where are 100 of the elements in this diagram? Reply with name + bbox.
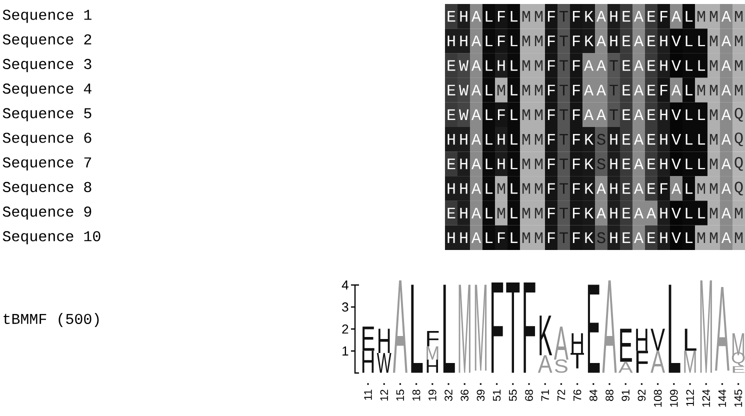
stacked-letter: T [506,282,520,373]
residue-cell: L [507,176,520,201]
residue-cell: H [657,53,670,78]
residue-cell: T [557,176,570,201]
residue-cell: A [632,176,646,201]
residue-cell: E [620,53,633,78]
stacked-letter: K [540,316,552,356]
stacked-letter: H [636,328,648,351]
position-label: 15 [396,390,404,401]
position-label: 32 [444,390,452,402]
residue-cell: A [720,4,733,29]
stacked-letter: L [443,284,455,373]
residue-cell: T [607,53,620,78]
residue-cell: H [607,152,620,176]
residue-cell: A [582,53,596,78]
sequence-name: Sequence 8 [2,182,92,196]
axis-tick-label: 2 [342,324,348,334]
residue-cell: L [682,4,696,29]
residue-cell: M [520,152,533,176]
axis-tick-label: 1 [342,346,348,356]
residue-cell: V [670,152,683,176]
position-label: 51 [492,390,501,401]
residue-cell: L [507,53,520,78]
stacked-letter: A [715,286,730,371]
position-label: 76 [573,390,582,401]
residue-cell: H [657,152,670,176]
residue-cell: L [682,53,696,78]
residue-cell: E [444,152,458,176]
residue-cell: H [457,152,470,176]
sequence-name: Sequence 7 [2,157,92,170]
residue-cell: F [544,176,558,201]
residue-cell: M [707,28,720,54]
residue-cell: M [694,176,708,201]
residue-cell: H [607,4,620,29]
stacked-letter: L [684,328,696,351]
residue-cell: M [494,176,508,201]
stacked-letter: A [393,280,408,373]
residue-cell: A [594,28,608,54]
residue-cell: M [694,4,708,29]
residue-cell: A [594,53,608,78]
residue-cell: F [570,176,583,201]
residue-cell: A [470,28,483,54]
residue-cell: L [682,152,696,176]
residue-cell: F [494,4,508,29]
sequence-name: Sequence 1 [2,10,92,23]
stacked-letter: A [538,355,552,373]
position-label: 39 [476,390,485,402]
residue-cell: E [644,152,658,176]
residue-cell: M [520,176,533,201]
position-label: 144 [718,390,726,407]
row-label: tBMMF (500) [4,313,99,327]
position-label: 12 [380,390,388,401]
residue-cell: E [620,152,633,176]
residue-cell: M [707,176,720,201]
residue-cell: H [444,28,458,54]
residue-cell: L [482,4,496,29]
residue-cell: L [682,28,696,54]
residue-cell: E [620,176,633,201]
residue-cell: A [470,53,483,78]
residue-cell: H [444,126,458,152]
position-label: 92 [638,390,646,401]
residue-cell: F [570,4,583,29]
sequence-name: Sequence 10 [2,231,100,244]
residue-cell: M [532,152,546,176]
position-label: 84 [590,390,598,401]
residue-cell: H [494,152,508,176]
stacked-letter: M [426,346,438,360]
residue-cell: M [732,53,745,78]
residue-cell: F [494,28,508,54]
stacked-letter: M [474,284,487,371]
residue-cell: M [532,28,546,54]
stacked-letter: F [524,282,536,373]
position-label: 55 [509,390,517,401]
residue-cell: M [520,53,533,78]
residue-cell: Q [732,176,745,201]
residue-cell: L [694,152,708,176]
residue-cell: L [482,152,496,176]
stacked-letter: M [458,284,470,373]
residue-cell: T [557,4,570,29]
stacked-letter: A [602,280,617,373]
residue-cell: A [594,4,608,29]
residue-cell: A [632,28,646,54]
residue-cell: A [720,28,733,54]
residue-cell: A [720,53,733,78]
position-label: 91 [622,390,630,401]
position-label: 18 [412,390,420,401]
residue-cell: E [444,53,458,78]
residue-cell: K [582,152,596,176]
residue-cell: M [707,53,720,78]
stacked-letter: L [411,284,423,373]
residue-cell: A [632,53,646,78]
position-label: 36 [460,390,468,402]
position-label: 124 [702,390,710,407]
stacked-letter: H [426,360,438,373]
residue-cell: F [544,152,558,176]
residue-cell: A [470,152,483,176]
stacked-letter: E [732,366,745,373]
residue-cell: E [644,53,658,78]
stacked-letter: H [362,350,374,373]
residue-cell: M [707,4,720,29]
